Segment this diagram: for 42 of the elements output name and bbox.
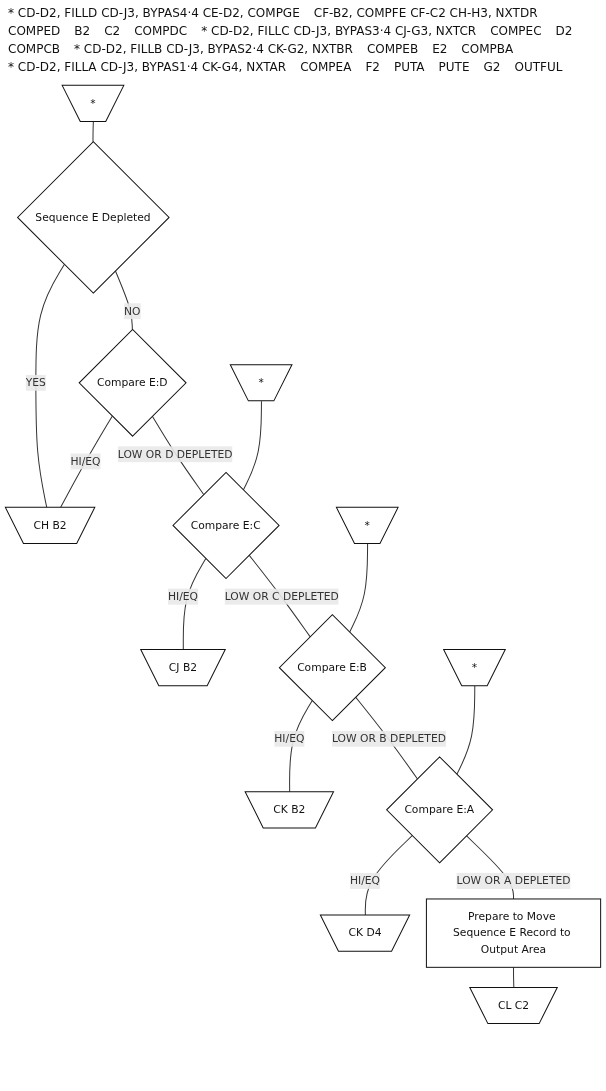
connector — [242, 400, 262, 491]
note-text: * CD-D2, FILLC CD-J3, BYPAS3·4 CJ-G3, NXTCR — [201, 24, 477, 38]
note-text: * CD-D2, FILLA CD-J3, BYPAS1·4 CK-G4, NXTAR — [8, 60, 287, 74]
edge-label: HI/EQ — [274, 732, 305, 745]
edge-label: LOW OR C DEPLETED — [224, 589, 339, 603]
node-diamond: Compare E:D — [78, 328, 187, 437]
note-text: COMPEC — [490, 24, 542, 38]
note-text: COMPCB — [8, 42, 61, 56]
node-diamond: Compare E:B — [278, 613, 387, 722]
connector — [456, 685, 476, 775]
edge-label: YES — [25, 376, 46, 389]
connector — [114, 270, 133, 330]
note-text: B2 — [74, 24, 91, 38]
edge-label: LOW OR D DEPLETED — [117, 447, 233, 461]
connector — [349, 543, 369, 633]
note-text: COMPEB — [366, 42, 419, 56]
note-text: PUTE — [438, 60, 470, 74]
note-text: F2 — [365, 60, 380, 74]
edge-label: LOW OR B DEPLETED — [332, 732, 446, 745]
edge-label: HI/EQ — [349, 874, 381, 887]
node-box: Prepare to Move Sequence E Record to Output Area — [425, 898, 602, 968]
note-text: D2 — [555, 24, 573, 38]
note-text: * CD-D2, FILLB CD-J3, BYPAS2·4 CK-G2, NXTBR — [74, 42, 353, 56]
connector — [92, 121, 94, 143]
edge-label: HI/EQ — [70, 454, 101, 468]
note-text: COMPED — [8, 24, 61, 38]
note-text: E2 — [432, 42, 448, 56]
node-diamond: Sequence E Depleted — [16, 140, 170, 294]
note-text: COMPDC — [134, 24, 188, 38]
edge-label: HI/EQ — [167, 589, 199, 603]
note-text: G2 — [483, 60, 501, 74]
node-diamond: Compare E:A — [385, 756, 494, 864]
note-text: * CD-D2, FILLD CD-J3, BYPAS4·4 CE-D2, COMPGE — [8, 6, 300, 20]
node-diamond: Compare E:C — [172, 471, 280, 580]
note-text: COMPEA — [300, 60, 352, 74]
edge-label: LOW OR A DEPLETED — [456, 874, 571, 887]
note-text: OUTFUL — [514, 60, 563, 74]
note-text: COMPBA — [461, 42, 514, 56]
note-text: C2 — [104, 24, 121, 38]
edge-label: NO — [124, 304, 141, 318]
note-text: PUTA — [393, 60, 425, 74]
note-text: CF-B2, COMPFE CF-C2 CH-H3, NXTDR — [313, 6, 538, 20]
